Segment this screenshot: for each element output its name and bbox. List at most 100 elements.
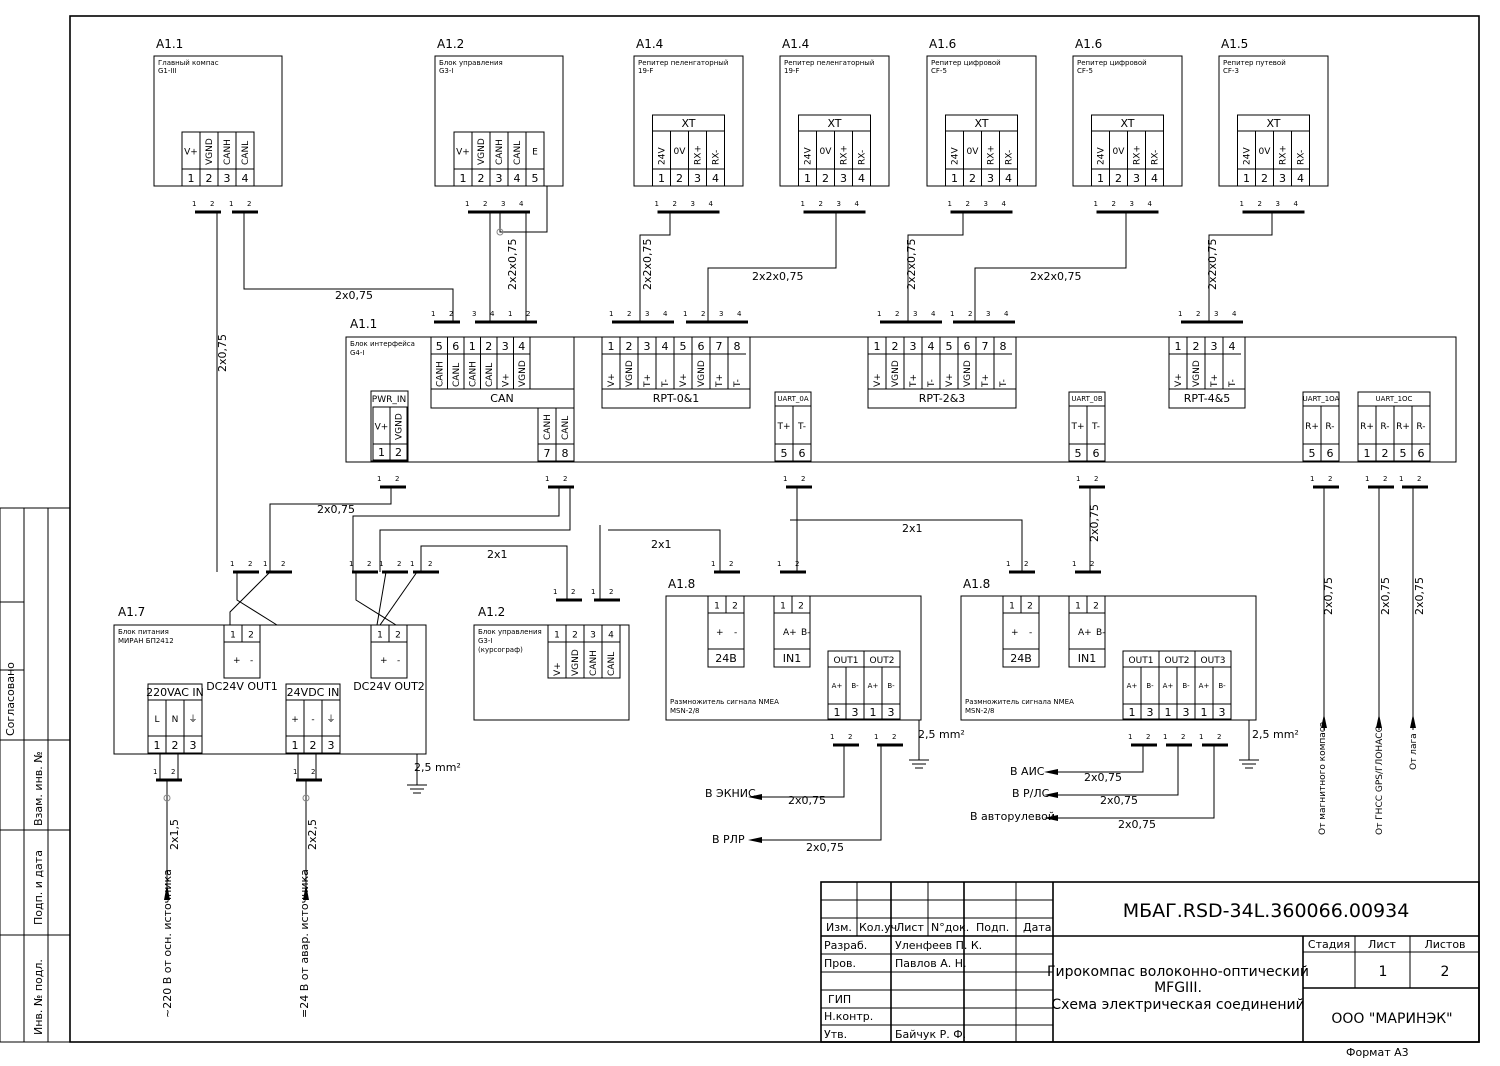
msn-box	[960, 595, 1257, 721]
hdr-kol: Кол.уч	[859, 921, 897, 934]
cable-label: 2x1,5	[168, 819, 181, 850]
pin-name: ⏚	[326, 714, 335, 725]
wire-number: 1	[431, 310, 435, 318]
pin-number: 2	[172, 739, 179, 752]
block-label: RPT-2&3	[919, 392, 966, 405]
pin-name: VGND	[891, 360, 901, 387]
device-model: G1-III	[158, 67, 177, 75]
cable-label: 2x0,75	[335, 289, 373, 302]
pin-name: L	[154, 715, 159, 725]
wire	[420, 545, 568, 600]
wire-number: 4	[1004, 310, 1009, 318]
pin-number: 8	[562, 447, 569, 460]
wire-number: 1	[1163, 733, 1167, 741]
wire-number: 1	[1128, 733, 1132, 741]
ground-label: 2,5 mm²	[414, 761, 461, 774]
pin-number: 3	[910, 340, 917, 353]
pin-name: 24V	[804, 147, 814, 165]
wire-number: 1	[683, 310, 687, 318]
pin-name: V+	[375, 423, 389, 433]
device-model: MSN-2/8	[670, 707, 700, 715]
arrow	[1376, 714, 1382, 728]
wire-number: 2	[449, 310, 453, 318]
pin-name: CANH	[223, 139, 233, 165]
cable-label: 2x2x0,75	[1030, 270, 1082, 283]
wire-number: 1	[153, 768, 157, 776]
pin-name: B-	[1218, 682, 1226, 690]
pin-name: CANH	[589, 650, 599, 676]
arrow	[303, 884, 309, 900]
wire-number: 3	[1130, 200, 1134, 208]
name-1: Павлов А. Н.	[895, 957, 967, 970]
pin-name: CANL	[452, 363, 462, 387]
label: A+	[783, 628, 797, 638]
title-line-1: Гирокомпас волоконно-оптический	[1047, 964, 1309, 980]
cable-label: 2x2x0,75	[752, 270, 804, 283]
wire-number: 2	[171, 768, 175, 776]
wire-number: 2	[892, 733, 896, 741]
device-ref: A1.1	[156, 37, 183, 51]
label: B-	[1096, 628, 1105, 638]
pin-number: 1	[292, 739, 299, 752]
pin-number: 6	[1418, 447, 1425, 460]
wire-number: 4	[1294, 200, 1299, 208]
device-ref: A1.4	[782, 37, 809, 51]
sheets-hdr: Листов	[1424, 938, 1465, 951]
block-label: 24В	[1010, 652, 1032, 665]
device-name: Блок управления	[478, 628, 542, 636]
wire	[608, 529, 721, 572]
wire-number: 1	[263, 560, 267, 568]
wire-number: 1	[1310, 475, 1314, 483]
wire-number: 2	[801, 475, 805, 483]
pin-name: CANH	[543, 414, 553, 440]
pin-number: 5	[781, 447, 788, 460]
wire-number: 1	[410, 560, 414, 568]
xt-label: XT	[974, 117, 988, 130]
format-label: Формат А3	[1346, 1046, 1409, 1059]
pin-name: RX+	[840, 145, 850, 165]
pin-name: 2	[1027, 602, 1033, 612]
pin-name: ⏚	[188, 714, 197, 725]
wire-number: 2	[819, 200, 823, 208]
pin-name: 1	[714, 602, 720, 612]
wire-number: 3	[1214, 310, 1218, 318]
block-label: 24VDC IN	[287, 686, 340, 699]
wire-number: 2	[248, 560, 252, 568]
wire	[707, 212, 837, 322]
junction	[302, 794, 310, 802]
company: ООО "МАРИНЭК"	[1331, 1011, 1452, 1027]
pin-name: 24V	[1243, 147, 1253, 165]
wire-number: 3	[986, 310, 990, 318]
wire-number: 1	[830, 733, 834, 741]
pin-number: 5	[1309, 447, 1316, 460]
wire-number: 2	[609, 588, 613, 596]
device-name: Репитер пеленгаторный	[784, 59, 874, 67]
pin-name: V+	[607, 373, 617, 387]
wire-number: 4	[737, 310, 742, 318]
pin-name: T-	[927, 379, 937, 388]
cable-label: 2x0,75	[1379, 577, 1392, 615]
pin-number: 1	[1129, 706, 1136, 719]
pin-name: B-	[887, 682, 895, 690]
device-model: CF-5	[931, 67, 947, 75]
pin-number: 3	[496, 172, 503, 185]
wire-number: 1	[801, 200, 805, 208]
wire-number: 3	[984, 200, 988, 208]
wire-number: 2	[397, 560, 401, 568]
pin-number: 1	[658, 172, 665, 185]
pin-name: B-	[1146, 682, 1154, 690]
device-model: 19-F	[784, 67, 799, 75]
wire	[269, 487, 392, 572]
wire-number: 2	[1196, 310, 1200, 318]
device-ref: A1.4	[636, 37, 663, 51]
pwr-in-block	[370, 390, 409, 462]
arrow	[1410, 714, 1416, 728]
inv-podl-label: Инв. № подл.	[32, 959, 45, 1035]
wire	[1208, 212, 1273, 322]
wire-number: 4	[931, 310, 936, 318]
cable-label: 2x0,75	[1084, 771, 1122, 784]
pin-name: CANH	[495, 139, 505, 165]
pin-name: V+	[679, 373, 689, 387]
pin-number: 2	[1261, 172, 1268, 185]
device-model: CF-3	[1223, 67, 1239, 75]
